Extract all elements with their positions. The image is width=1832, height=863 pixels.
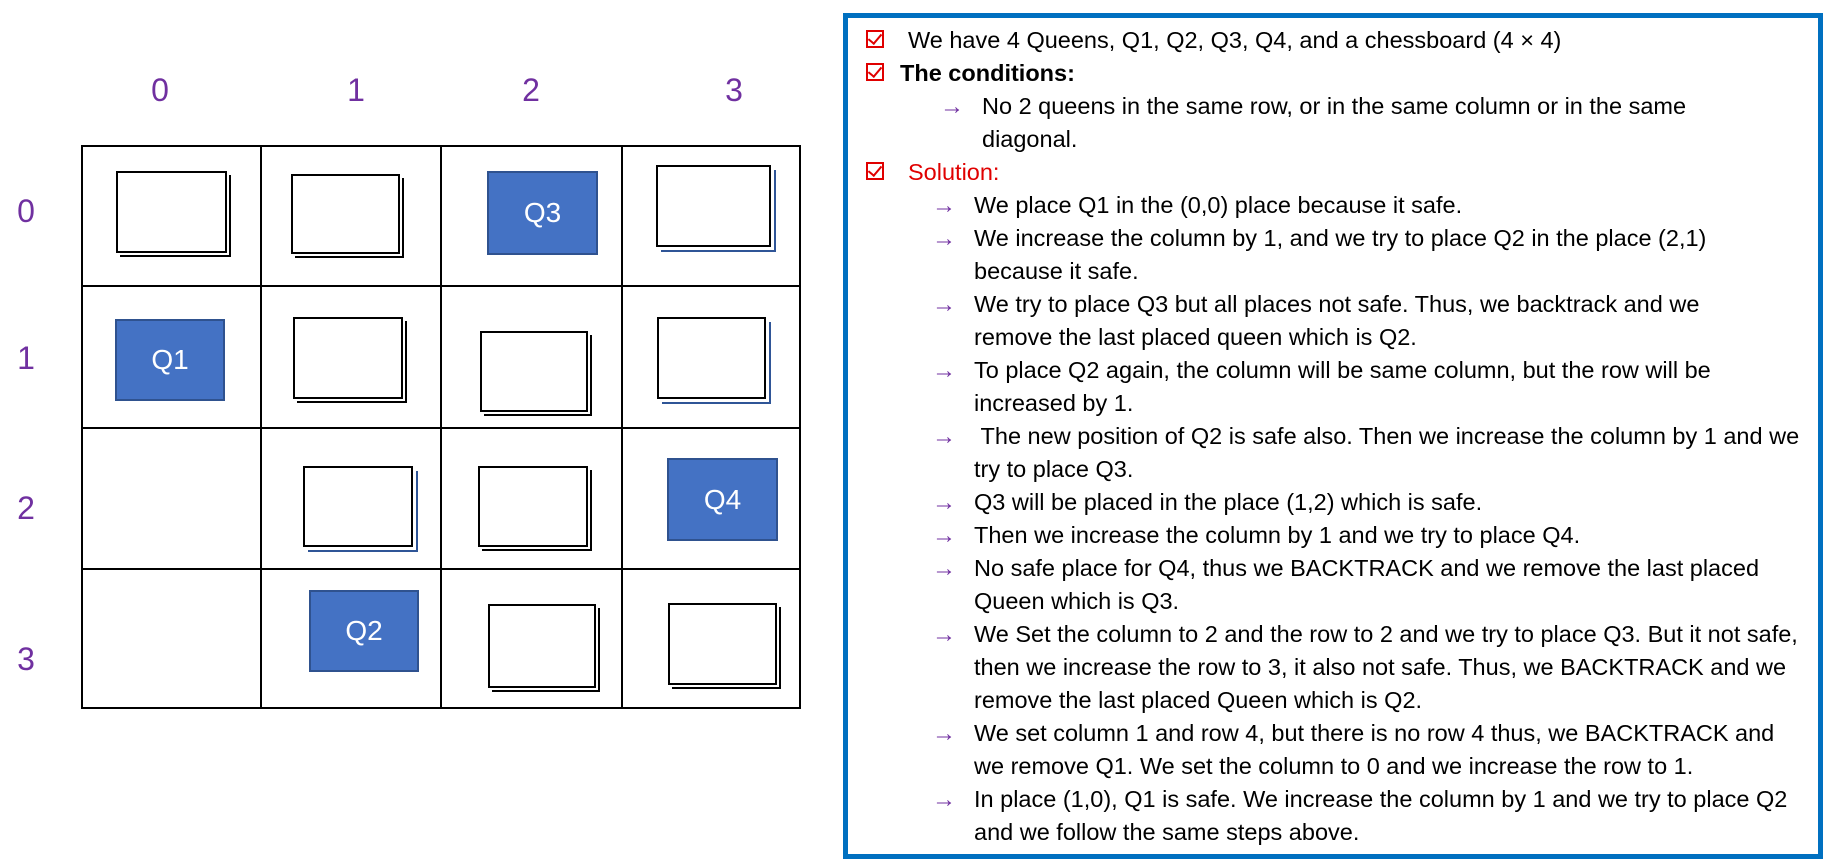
- empty-square: [291, 174, 400, 254]
- empty-square: [480, 331, 588, 412]
- queen-q4: Q4: [667, 458, 778, 541]
- solution-step: → Q3 will be placed in the place (1,2) w…: [932, 486, 1808, 519]
- arrow-icon: →: [940, 93, 964, 120]
- arrow-icon: →: [932, 192, 956, 219]
- solution-step: → Then we increase the column by 1 and w…: [932, 519, 1808, 552]
- queen-q3: Q3: [487, 171, 598, 255]
- empty-square: [657, 317, 766, 399]
- solution-step: → We Set the column to 2 and the row to …: [932, 618, 1808, 717]
- solution-step: → We set column 1 and row 4, but there i…: [932, 717, 1808, 783]
- solution-step: → We place Q1 in the (0,0) place because…: [932, 189, 1808, 222]
- intro-line: We have 4 Queens, Q1, Q2, Q3, Q4, and a …: [862, 24, 1808, 57]
- explanation-panel: We have 4 Queens, Q1, Q2, Q3, Q4, and a …: [843, 13, 1823, 859]
- empty-square: [116, 171, 227, 253]
- queen-q1: Q1: [115, 319, 225, 401]
- step-text: To place Q2 again, the column will be sa…: [974, 357, 1711, 416]
- condition-item: → No 2 queens in the same row, or in the…: [940, 90, 1808, 156]
- step-text: We try to place Q3 but all places not sa…: [974, 291, 1700, 350]
- arrow-icon: →: [932, 225, 956, 252]
- row-label-0: 0: [17, 193, 35, 229]
- empty-square: [656, 165, 771, 247]
- solution-step: → No safe place for Q4, thus we BACKTRAC…: [932, 552, 1808, 618]
- row-label-2: 2: [17, 490, 35, 526]
- step-text: Then we increase the column by 1 and we …: [974, 522, 1581, 548]
- column-label-2: 2: [522, 72, 540, 108]
- arrow-icon: →: [932, 291, 956, 318]
- arrow-icon: →: [932, 357, 956, 384]
- solution-step: → To place Q2 again, the column will be …: [932, 354, 1808, 420]
- empty-square: [293, 317, 403, 399]
- column-label-1: 1: [347, 72, 365, 108]
- column-label-3: 3: [725, 72, 743, 108]
- step-text: Q3 will be placed in the place (1,2) whi…: [974, 489, 1483, 515]
- checkbox-icon: [866, 162, 884, 180]
- conditions-title: The conditions:: [900, 60, 1075, 86]
- conditions-heading-line: The conditions:: [862, 57, 1808, 90]
- grid-line: [83, 285, 799, 287]
- grid-line: [83, 427, 799, 429]
- empty-square: [488, 604, 596, 688]
- step-text: We place Q1 in the (0,0) place because i…: [974, 192, 1463, 218]
- step-text: We Set the column to 2 and the row to 2 …: [974, 621, 1798, 713]
- step-text: In place (1,0), Q1 is safe. We increase …: [974, 786, 1788, 845]
- arrow-icon: →: [932, 489, 956, 516]
- step-text: We increase the column by 1, and we try …: [974, 225, 1707, 284]
- step-text: No safe place for Q4, thus we BACKTRACK …: [974, 555, 1760, 614]
- empty-square: [303, 466, 413, 547]
- solution-step: → We increase the column by 1, and we tr…: [932, 222, 1808, 288]
- solution-step: → We try to place Q3 but all places not …: [932, 288, 1808, 354]
- arrow-icon: →: [932, 522, 956, 549]
- arrow-icon: →: [932, 786, 956, 813]
- intro-text: We have 4 Queens, Q1, Q2, Q3, Q4, and a …: [908, 27, 1562, 53]
- checkbox-icon: [866, 63, 884, 81]
- solution-step: → The new position of Q2 is safe also. T…: [932, 420, 1808, 486]
- grid-line: [83, 568, 799, 570]
- solution-title: Solution:: [908, 159, 1000, 185]
- arrow-icon: →: [932, 621, 956, 648]
- row-label-1: 1: [17, 340, 35, 376]
- arrow-icon: →: [932, 423, 956, 450]
- step-text: The new position of Q2 is safe also. The…: [974, 423, 1806, 482]
- empty-square: [478, 466, 588, 547]
- solution-heading-line: Solution:: [862, 156, 1808, 189]
- chessboard: Q3 Q1 Q4 Q2: [81, 145, 801, 709]
- checkbox-icon: [866, 30, 884, 48]
- solution-step: → In place (1,0), Q1 is safe. We increas…: [932, 783, 1808, 849]
- arrow-icon: →: [932, 555, 956, 582]
- condition-text: No 2 queens in the same row, or in the s…: [982, 93, 1687, 152]
- empty-square: [668, 603, 777, 685]
- queen-q2: Q2: [309, 590, 419, 672]
- arrow-icon: →: [932, 720, 956, 747]
- step-text: We set column 1 and row 4, but there is …: [974, 720, 1775, 779]
- column-label-0: 0: [151, 72, 169, 108]
- row-label-3: 3: [17, 641, 35, 677]
